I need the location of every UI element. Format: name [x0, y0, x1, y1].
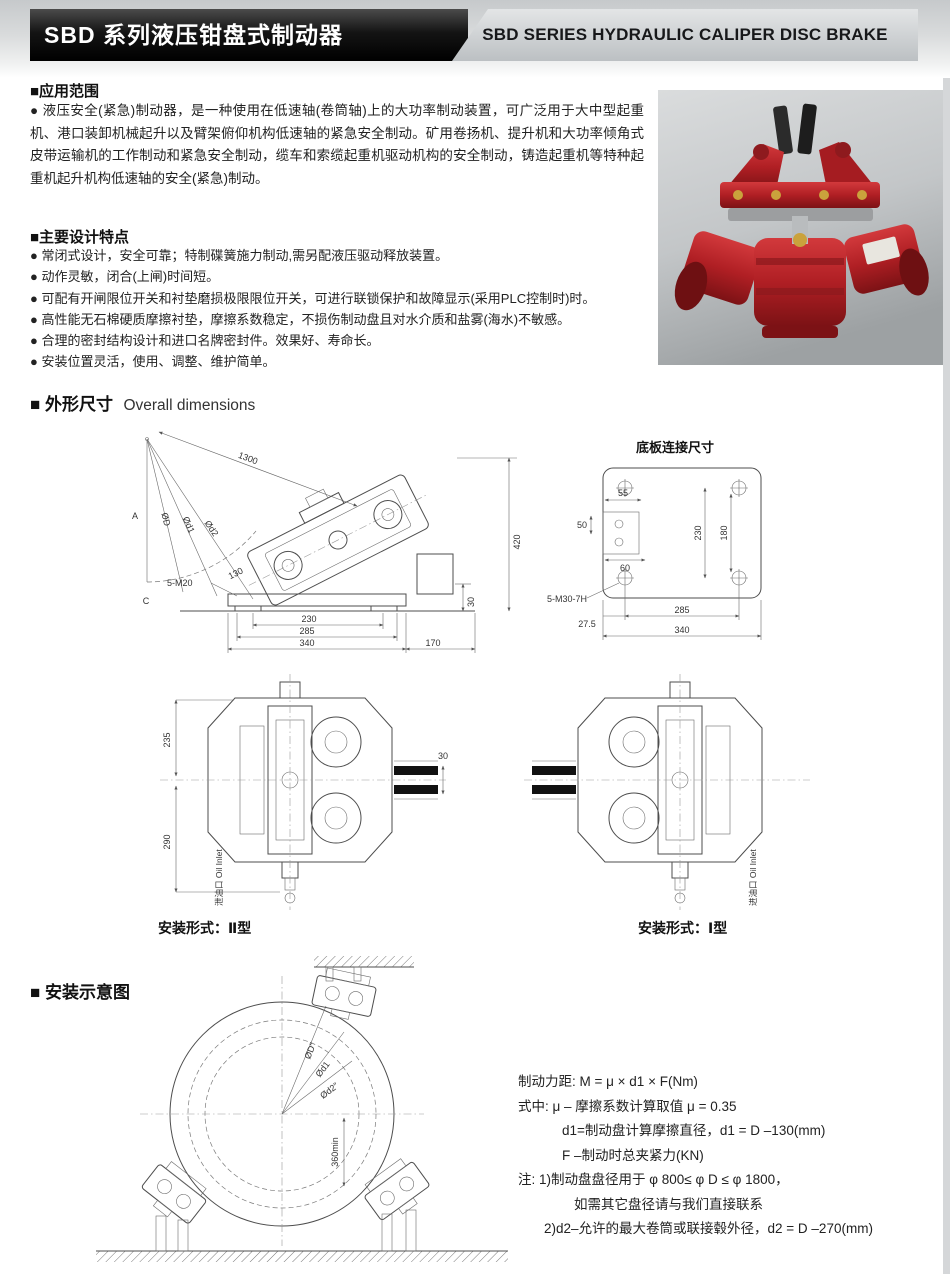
- dim-label-1300: 1300: [237, 450, 259, 466]
- page-title-en: SBD SERIES HYDRAULIC CALIPER DISC BRAKE: [482, 25, 888, 44]
- dim-label-230: 230: [301, 614, 316, 624]
- dim-label-170: 170: [425, 638, 440, 648]
- dim-label-60: 60: [620, 563, 630, 573]
- dim-label-420: 420: [512, 534, 522, 549]
- dim-label-55: 55: [618, 488, 628, 498]
- formula-line-note1b: 如需其它盘径请与我们直接联系: [574, 1196, 763, 1212]
- dim-label-360min: 360min: [330, 1137, 340, 1167]
- header-band: SBD 系列液压钳盘式制动器 SBD SERIES HYDRAULIC CALI…: [0, 0, 950, 78]
- formula-line-mu: 式中: μ – 摩擦系数计算取值 μ = 0.35: [518, 1098, 737, 1114]
- dim-label-5M20: 5-M20: [167, 578, 193, 588]
- dim-label-27-5: 27.5: [578, 619, 596, 629]
- dim-label-290: 290: [162, 834, 172, 849]
- brake-illustration: [674, 103, 929, 338]
- caliper-unit-left: [141, 1161, 207, 1224]
- hub-diameter-label: Ød2″: [318, 1080, 341, 1101]
- dim-label-230b: 230: [693, 525, 703, 540]
- dim-label-285b: 285: [674, 605, 689, 615]
- dimensions-heading-cn: ■ 外形尺寸: [30, 395, 113, 414]
- formula-line-note1: 注: 1)制动盘盘径用于 φ 800≤ φ D ≤ φ 1800，: [518, 1172, 789, 1187]
- page-title-en-block: SBD SERIES HYDRAULIC CALIPER DISC BRAKE: [452, 9, 918, 61]
- application-heading: ■应用范围: [30, 83, 100, 100]
- dim-label-340: 340: [299, 638, 314, 648]
- feature-item: ● 可配有开闸限位开关和衬垫磨损极限限位开关，可进行联锁保护和故障显示(采用PL…: [30, 290, 596, 306]
- baseplate-drawing: 底板连接尺寸 55 50 60 230 180 285 27.5 340 5-M…: [547, 440, 762, 640]
- baseplate-title: 底板连接尺寸: [636, 440, 714, 455]
- feature-item: ● 动作灵敏，闭合(上闸)时间短。: [30, 269, 220, 285]
- oil-inlet-label: 进油口 Oil Inlet: [748, 849, 758, 906]
- formula-line-torque: 制动力距: M = μ × d1 × F(Nm): [518, 1074, 698, 1089]
- oil-drain-label: 泄油口 Oil Inlet: [214, 849, 224, 906]
- dim-label-dd1: Ød1: [181, 515, 197, 535]
- feature-item: ● 合理的密封结构设计和进口名牌密封件。效果好、寿命长。: [30, 333, 380, 349]
- dim-label-5M30: 5-M30-7H: [547, 594, 587, 604]
- dim-label-285: 285: [299, 626, 314, 636]
- page-title-cn: SBD 系列液压钳盘式制动器: [30, 9, 468, 61]
- formula-line-note2: 2)d2–允许的最大卷筒或联接毂外径，d2 = D –270(mm): [544, 1221, 873, 1236]
- dimensions-heading-en: Overall dimensions: [123, 397, 256, 414]
- feature-item: ● 高性能无石棉硬质摩擦衬垫，摩擦系数稳定，不损伤制动盘且对水介质和盐雾(海水)…: [30, 311, 571, 327]
- formula-line-F: F –制动时总夹紧力(KN): [562, 1147, 704, 1163]
- caliper-front-shape-mirrored: [532, 681, 763, 904]
- dim-label-dD: ØD: [159, 512, 172, 528]
- dim-label-dd2: Ød2: [203, 518, 221, 538]
- application-body: ● 液压安全(紧急)制动器，是一种使用在低速轴(卷筒轴)上的大功率制动装置，可广…: [30, 103, 644, 186]
- dim-label-50: 50: [577, 520, 587, 530]
- disc-diameter-label: ØD″: [302, 1041, 318, 1061]
- dim-label-30: 30: [466, 597, 476, 607]
- dim-label-C: C: [143, 596, 150, 606]
- dim-label-130: 130: [227, 565, 245, 581]
- dim-label-A: A: [132, 511, 138, 521]
- installation-heading-cn: ■ 安装示意图: [30, 983, 130, 1002]
- formula-line-d1: d1=制动盘计算摩擦直径，d1 = D –130(mm): [562, 1123, 826, 1138]
- feature-item: ● 安装位置灵活，使用、调整、维护简单。: [30, 354, 276, 370]
- caliper-unit-top: [311, 967, 377, 1020]
- feature-item: ● 常闭式设计，安全可靠；特制碟簧施力制动,需另配液压驱动释放装置。: [30, 248, 449, 263]
- dim-label-235: 235: [162, 732, 172, 747]
- friction-diameter-label: Ød1: [313, 1059, 331, 1079]
- main-dimension-drawing: A C ØD Ød1 Ød2 1300 130 5-M20 30 420: [132, 431, 522, 653]
- product-photo: [658, 90, 943, 365]
- mount-type2-label: 安装形式：Ⅱ型: [158, 920, 252, 936]
- installation-heading: ■ 安装示意图: [30, 978, 130, 1003]
- caliper-front-shape: [207, 681, 438, 904]
- dim-label-30f: 30: [438, 751, 448, 761]
- mount-type1-label: 安装形式：Ⅰ型: [638, 920, 728, 936]
- features-heading: ■主要设计特点: [30, 229, 130, 246]
- installation-diagram: ØD″ Ød1 Ød2″ 360min: [96, 956, 508, 1262]
- dim-label-340b: 340: [674, 625, 689, 635]
- dimensions-heading: ■ 外形尺寸 Overall dimensions: [30, 390, 255, 415]
- front-view-type1: 进油口 Oil Inlet: [524, 674, 810, 910]
- caliper-unit-right: [364, 1158, 430, 1221]
- baseplate-holes: [616, 479, 748, 587]
- front-view-type2: 235 290 30 泄油口 Oil Inlet: [160, 674, 448, 910]
- caliper-side-body: [247, 474, 429, 606]
- right-edge-strip: [943, 78, 950, 1274]
- dim-label-180: 180: [719, 525, 729, 540]
- features-list: ● 常闭式设计，安全可靠；特制碟簧施力制动,需另配液压驱动释放装置。 ● 动作灵…: [30, 245, 670, 373]
- formula-block: 制动力距: M = μ × d1 × F(Nm) 式中: μ – 摩擦系数计算取…: [518, 1070, 943, 1242]
